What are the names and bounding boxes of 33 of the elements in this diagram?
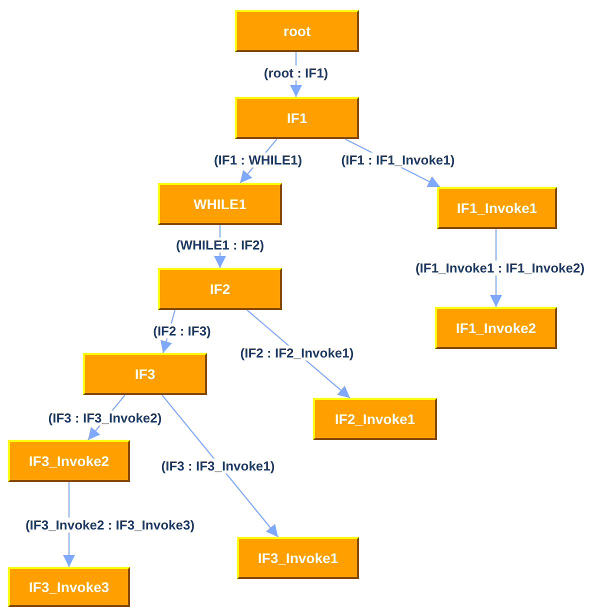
- arrow: [162, 394, 278, 538]
- process-box: [8, 567, 130, 607]
- node-label: WHILE1: [194, 196, 246, 212]
- node-label: IF3_Invoke3: [28, 579, 110, 595]
- node-label: IF2: [210, 281, 230, 297]
- node-label: IF1_Invoke1: [456, 200, 538, 216]
- edge-label: (IF1 : WHILE1): [212, 152, 304, 168]
- node-label: IF3_Invoke2: [28, 453, 110, 469]
- node-label: IF1_Invoke2: [456, 320, 536, 336]
- edge-label: (IF1 : IF1_Invoke1): [340, 152, 456, 168]
- edge-label: (root : IF1): [262, 66, 330, 80]
- edge-label: (IF2 : IF3): [152, 324, 212, 338]
- process-box: [235, 10, 359, 52]
- edge-label: (WHILE1 : IF2): [174, 238, 266, 252]
- process-box: [313, 398, 437, 440]
- process-box: [158, 183, 282, 225]
- node-label: IF1: [286, 110, 308, 126]
- edge-label: (IF1_Invoke1 : IF1_Invoke2): [414, 260, 586, 276]
- node-label: IF3: [134, 366, 156, 382]
- node-label: IF2_Invoke1: [334, 411, 416, 427]
- process-box: [8, 440, 130, 482]
- node-label: root: [283, 23, 311, 39]
- process-box: [235, 97, 359, 139]
- process-box: [83, 353, 207, 395]
- edge-label: (IF3 : IF3_Invoke2): [47, 410, 163, 426]
- process-box: [435, 307, 557, 349]
- process-box: [437, 187, 557, 229]
- process-box: [158, 268, 282, 310]
- process-box: [237, 537, 359, 579]
- edge-label: (IF3_Invoke2 : IF3_Invoke3): [24, 518, 196, 532]
- edge-label: (IF3 : IF3_Invoke1): [160, 458, 276, 474]
- node-label: IF3_Invoke1: [258, 550, 338, 566]
- edge-label: (IF2 : IF2_Invoke1): [239, 346, 355, 360]
